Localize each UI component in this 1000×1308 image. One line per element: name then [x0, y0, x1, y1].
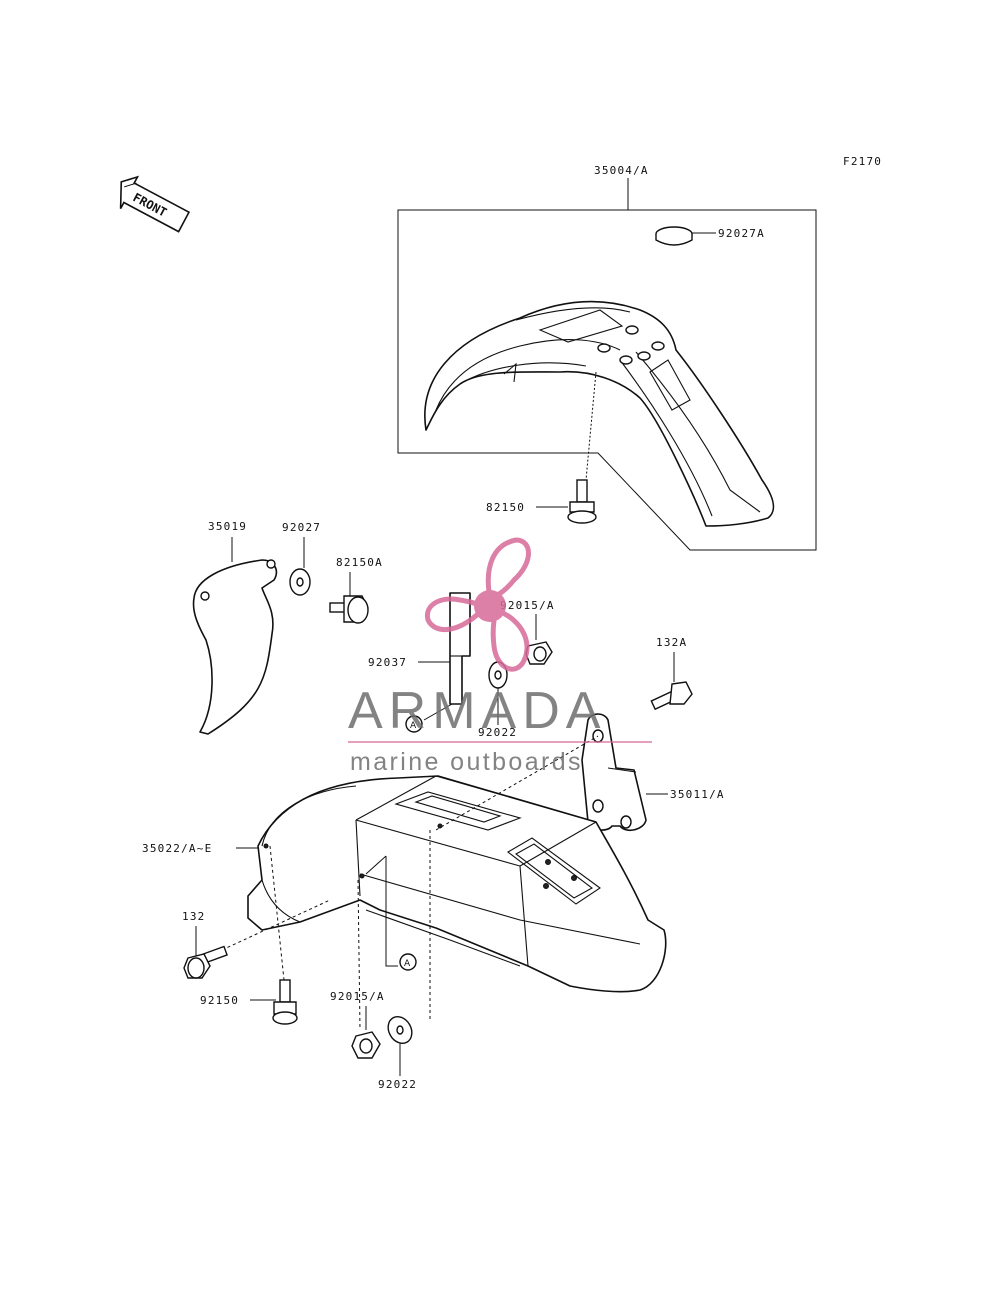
- callout-92015A-lower: 92015/A: [330, 990, 385, 1003]
- washer-icon: [387, 1015, 413, 1045]
- callout-92015A-upper: 92015/A: [500, 599, 555, 612]
- figure-code: F2170: [843, 155, 882, 168]
- callout-35022: 35022/A~E: [142, 842, 212, 855]
- flange-bolt-icon: [272, 979, 298, 1025]
- watermark: ARMADA marine outboards: [348, 537, 652, 776]
- callout-92022-lower: 92022: [378, 1078, 417, 1091]
- rear-fender-group: 35022/A~E A 132 92150 92015/A: [142, 735, 667, 1091]
- flange-bolt-icon: [567, 479, 597, 524]
- callout-92022-upper: 92022: [478, 726, 517, 739]
- callout-35011A: 35011/A: [670, 788, 725, 801]
- rubber-cap-icon: [655, 226, 693, 246]
- callout-35019: 35019: [208, 520, 247, 533]
- callout-82150A: 82150A: [336, 556, 383, 569]
- ref-marker-lower: [399, 953, 417, 971]
- propeller-logo-icon: [424, 537, 531, 672]
- assembly-box: [397, 209, 817, 551]
- callout-35004A: 35004/A: [594, 164, 649, 177]
- front-fender-group: 35004/A 92027A: [397, 164, 817, 551]
- watermark-tagline: marine outboards: [350, 748, 583, 776]
- hex-nut-icon: [525, 641, 553, 665]
- bracket-group: 132A 35011/A: [581, 636, 725, 832]
- ref-marker-lower-label: A: [404, 959, 411, 969]
- callout-132: 132: [182, 910, 205, 923]
- callout-132A: 132A: [656, 636, 687, 649]
- side-guard: [192, 559, 278, 735]
- ref-marker-upper: [405, 715, 423, 733]
- front-fender: [424, 300, 775, 527]
- washer-icon: [289, 568, 311, 596]
- side-guard-group: 35019 92027 82150A: [192, 520, 383, 735]
- flange-bolt-icon: [183, 945, 228, 979]
- watermark-brand: ARMADA: [348, 682, 606, 740]
- flange-bolt-icon: [650, 681, 693, 711]
- hex-nut-icon: [351, 1031, 381, 1059]
- front-arrow-icon: FRONT: [119, 175, 191, 233]
- flange-bolt-icon: [329, 595, 369, 624]
- rear-fender: [247, 775, 667, 993]
- ref-marker-upper-label: A: [410, 721, 417, 731]
- callout-82150: 82150: [486, 501, 525, 514]
- callout-92027A: 92027A: [718, 227, 765, 240]
- callout-92027: 92027: [282, 521, 321, 534]
- callout-92150: 92150: [200, 994, 239, 1007]
- callout-92037: 92037: [368, 656, 407, 669]
